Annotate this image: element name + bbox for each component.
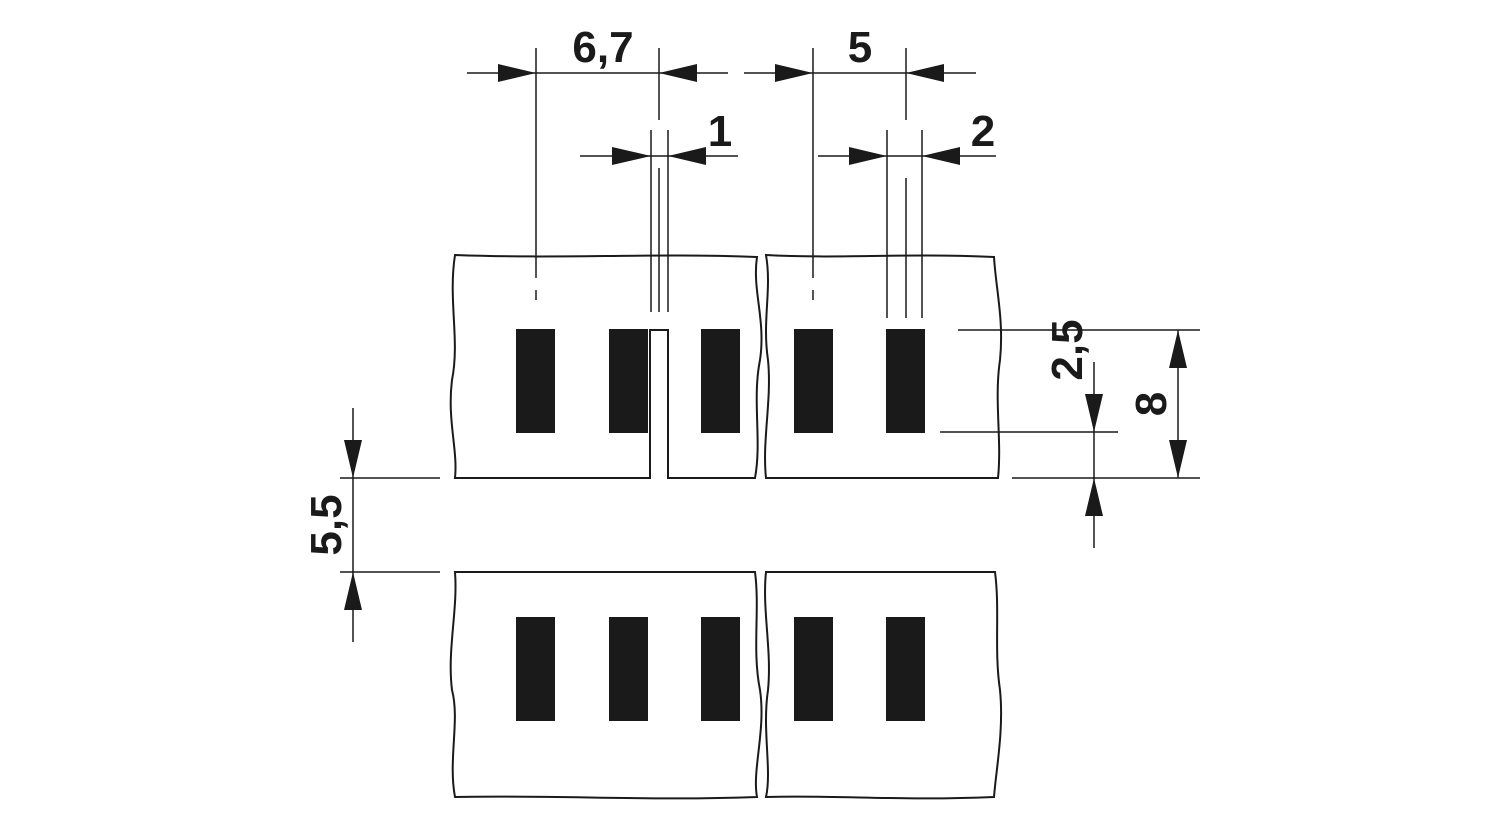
dim-gap-large: 1 (580, 107, 738, 312)
lower-strip-row (449, 571, 1003, 800)
upper-pad-2 (609, 329, 648, 433)
lower-pad-5 (886, 617, 925, 721)
dim-pad-offset: 2,5 (940, 319, 1200, 548)
upper-pad-4 (794, 329, 833, 433)
lower-pad-1 (516, 617, 555, 721)
upper-strip-row (449, 253, 1003, 479)
lower-pad-2 (609, 617, 648, 721)
label-pitch-small: 5 (848, 23, 872, 72)
label-gap-large: 1 (708, 107, 732, 156)
label-row-gap: 5,5 (302, 494, 351, 555)
label-gap-small: 2 (971, 107, 995, 156)
label-strip-height: 8 (1127, 392, 1176, 416)
lower-pad-4 (794, 617, 833, 721)
dim-row-gap: 5,5 (302, 408, 440, 642)
label-pitch-large: 6,7 (572, 23, 633, 72)
dim-gap-small: 2 (818, 107, 996, 318)
dim-pitch-large: 6,7 (467, 23, 728, 300)
label-pad-offset: 2,5 (1043, 319, 1092, 380)
dim-strip-height: 8 (1012, 330, 1200, 479)
lower-pad-3 (701, 617, 740, 721)
upper-pad-1 (516, 329, 555, 433)
dim-pitch-small: 5 (744, 23, 976, 300)
upper-pad-3 (701, 329, 740, 433)
upper-pad-5 (886, 329, 925, 433)
